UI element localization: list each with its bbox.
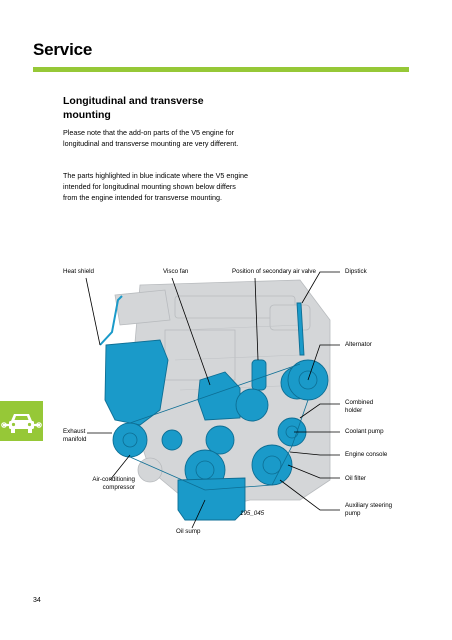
label-exhaust-manifold: Exhaust manifold bbox=[63, 428, 87, 443]
page-title: Service bbox=[33, 40, 93, 59]
label-oil-filter: Oil filter bbox=[345, 475, 366, 482]
label-ac-compressor: Air-conditioning compressor bbox=[92, 476, 135, 491]
label-combined-holder: Combined holder bbox=[345, 399, 374, 414]
ac-compressor-pulley bbox=[112, 422, 148, 458]
label-aux-steering-pump: Auxiliary steering pump bbox=[345, 502, 393, 517]
label-heat-shield: Heat shield bbox=[63, 268, 94, 275]
tensioner-pulley bbox=[235, 388, 269, 422]
secondary-air-valve-part bbox=[251, 359, 267, 391]
heat-shield-part bbox=[99, 295, 123, 346]
label-oil-sump: Oil sump bbox=[176, 528, 201, 535]
oil-sump-part bbox=[177, 477, 246, 521]
highlight-paragraph: The parts highlighted in blue indicate w… bbox=[63, 171, 249, 203]
steering-pump-pulley bbox=[251, 444, 293, 486]
car-service-icon bbox=[1, 414, 42, 433]
section-title: Longitudinal and transverse mounting bbox=[63, 95, 204, 121]
side-tab bbox=[0, 401, 43, 441]
label-dipstick: Dipstick bbox=[345, 268, 367, 275]
intro-paragraph: Please note that the add-on parts of the… bbox=[63, 128, 239, 149]
exhaust-manifold-part bbox=[104, 339, 169, 426]
label-coolant-pump: Coolant pump bbox=[345, 428, 384, 435]
page-number: 34 bbox=[33, 597, 41, 604]
title-divider bbox=[33, 67, 409, 72]
visco-fan-bracket bbox=[197, 371, 241, 421]
pulley-details bbox=[122, 363, 318, 491]
label-alternator: Alternator bbox=[345, 341, 372, 348]
idler-pulley bbox=[205, 425, 235, 455]
label-visco-fan: Visco fan bbox=[163, 268, 189, 275]
figure-code: 195_045 bbox=[240, 510, 265, 517]
label-engine-console: Engine console bbox=[345, 451, 388, 458]
label-secondary-air-valve: Position of secondary air valve bbox=[232, 268, 316, 275]
callout-lines bbox=[85, 271, 340, 529]
dipstick-part bbox=[296, 302, 305, 356]
